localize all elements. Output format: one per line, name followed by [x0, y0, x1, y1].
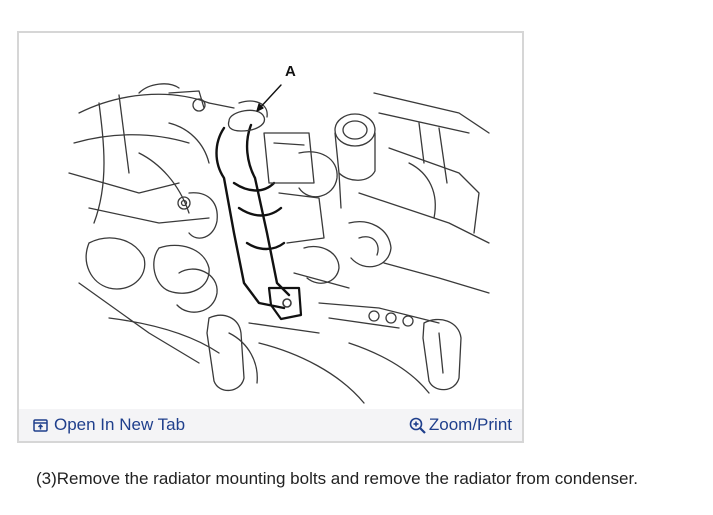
figure-toolbar: Open In New Tab Zoom/Print [19, 409, 522, 441]
zoom-print-link[interactable]: Zoom/Print [409, 415, 512, 435]
figure-card: A Open In New Tab [17, 31, 524, 443]
open-in-new-tab-label: Open In New Tab [54, 415, 186, 434]
zoom-print-label: Zoom/Print [428, 415, 512, 434]
open-in-new-tab-link[interactable]: Open In New Tab [33, 415, 185, 435]
callout-label-a: A [285, 63, 296, 80]
open-in-new-tab-icon [33, 418, 48, 433]
step-instruction-text: (3)Remove the radiator mounting bolts an… [36, 469, 638, 488]
zoom-in-icon [409, 417, 426, 434]
radiator-diagram-image: A [19, 33, 522, 409]
